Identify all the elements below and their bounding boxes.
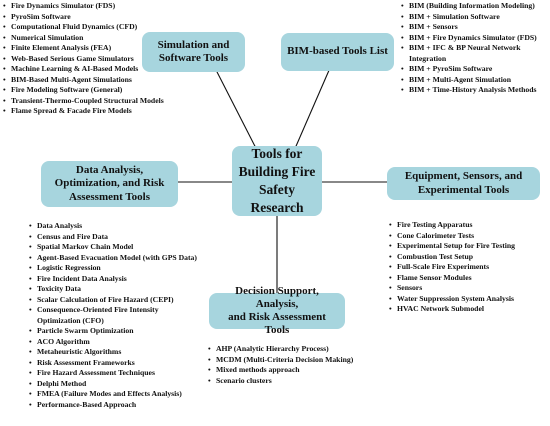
list-item: ACO Algorithm <box>29 337 224 348</box>
list-item: Agent-Based Evacuation Model (with GPS D… <box>29 253 224 264</box>
list-item: Scenario clusters <box>208 376 383 387</box>
center-title: Tools for Building Fire Safety Research <box>232 146 322 216</box>
list-item: BIM + IFC & BP Neural Network <box>401 43 549 54</box>
list-data-analysis-tools: Data AnalysisCensus and Fire DataSpatial… <box>29 221 224 410</box>
list-item: BIM + PyroSim Software <box>401 64 549 75</box>
list-bim-tools: BIM (Building Information Modeling)BIM +… <box>401 1 549 96</box>
list-item: Delphi Method <box>29 379 224 390</box>
list-item: Risk Assessment Frameworks <box>29 358 224 369</box>
list-item: Metaheuristic Algorithms <box>29 347 224 358</box>
list-decision-support-tools: AHP (Analytic Hierarchy Process)MCDM (Mu… <box>208 344 383 386</box>
list-item: Water Suppression System Analysis <box>389 294 549 305</box>
list-item: Cone Calorimeter Tests <box>389 231 549 242</box>
list-item: HVAC Network Submodel <box>389 304 549 315</box>
list-item: Machine Learning & AI-Based Models <box>3 64 193 75</box>
list-item: Computational Fluid Dynamics (CFD) <box>3 22 193 33</box>
list-item: Fire Dynamics Simulator (FDS) <box>3 1 193 12</box>
list-item: BIM + Multi-Agent Simulation <box>401 75 549 86</box>
list-item: Web-Based Serious Game Simulators <box>3 54 193 65</box>
category-data-analysis-tools: Data Analysis, Optimization, and Risk As… <box>41 161 178 207</box>
list-item: Scalar Calculation of Fire Hazard (CEPI) <box>29 295 224 306</box>
list-item: Fire Hazard Assessment Techniques <box>29 368 224 379</box>
category-bim-tools: BIM-based Tools List <box>281 33 394 71</box>
list-item: Numerical Simulation <box>3 33 193 44</box>
list-item: Experimental Setup for Fire Testing <box>389 241 549 252</box>
list-item: BIM (Building Information Modeling) <box>401 1 549 12</box>
list-item: Performance-Based Approach <box>29 400 224 411</box>
list-item: Sensors <box>389 283 549 294</box>
list-item: Combustion Test Setup <box>389 252 549 263</box>
list-item: Toxicity Data <box>29 284 224 295</box>
category-decision-support-tools: Decision Support, Analysis, and Risk Ass… <box>209 285 345 336</box>
list-item: Census and Fire Data <box>29 232 224 243</box>
list-item: BIM + Time-History Analysis Methods <box>401 85 549 96</box>
list-item: Flame Sensor Modules <box>389 273 549 284</box>
list-item: Full-Scale Fire Experiments <box>389 262 549 273</box>
list-item: Finite Element Analysis (FEA) <box>3 43 193 54</box>
list-item: BIM + Fire Dynamics Simulator (FDS) <box>401 33 549 44</box>
list-item: BIM-Based Multi-Agent Simulations <box>3 75 193 86</box>
list-item: FMEA (Failure Modes and Effects Analysis… <box>29 389 224 400</box>
list-item: PyroSim Software <box>3 12 193 23</box>
list-item: Transient-Thermo-Coupled Structural Mode… <box>3 96 193 107</box>
list-item: Fire Modeling Software (General) <box>3 85 193 96</box>
category-equipment-tools: Equipment, Sensors, and Experimental Too… <box>387 167 540 200</box>
connector-bim <box>289 67 331 161</box>
list-item: Fire Incident Data Analysis <box>29 274 224 285</box>
list-equipment-tools: Fire Testing ApparatusCone Calorimeter T… <box>389 220 549 315</box>
list-item: Flame Spread & Facade Fire Models <box>3 106 193 117</box>
list-item: Data Analysis <box>29 221 224 232</box>
list-item: BIM + Sensors <box>401 22 549 33</box>
list-item: AHP (Analytic Hierarchy Process) <box>208 344 383 355</box>
list-item: Spatial Markov Chain Model <box>29 242 224 253</box>
list-item: Integration <box>409 53 447 63</box>
list-item: Optimization (CFO) <box>37 315 104 325</box>
list-item: Fire Testing Apparatus <box>389 220 549 231</box>
list-item: Logistic Regression <box>29 263 224 274</box>
list-item: Particle Swarm Optimization <box>29 326 224 337</box>
list-item: BIM + Simulation Software <box>401 12 549 23</box>
list-simulation-tools: Fire Dynamics Simulator (FDS)PyroSim Sof… <box>3 1 193 117</box>
connector-simulation <box>214 67 263 161</box>
list-item: Consequence-Oriented Fire Intensity <box>29 305 224 316</box>
list-item: MCDM (Multi-Criteria Decision Making) <box>208 355 383 366</box>
list-item: Mixed methods approach <box>208 365 383 376</box>
